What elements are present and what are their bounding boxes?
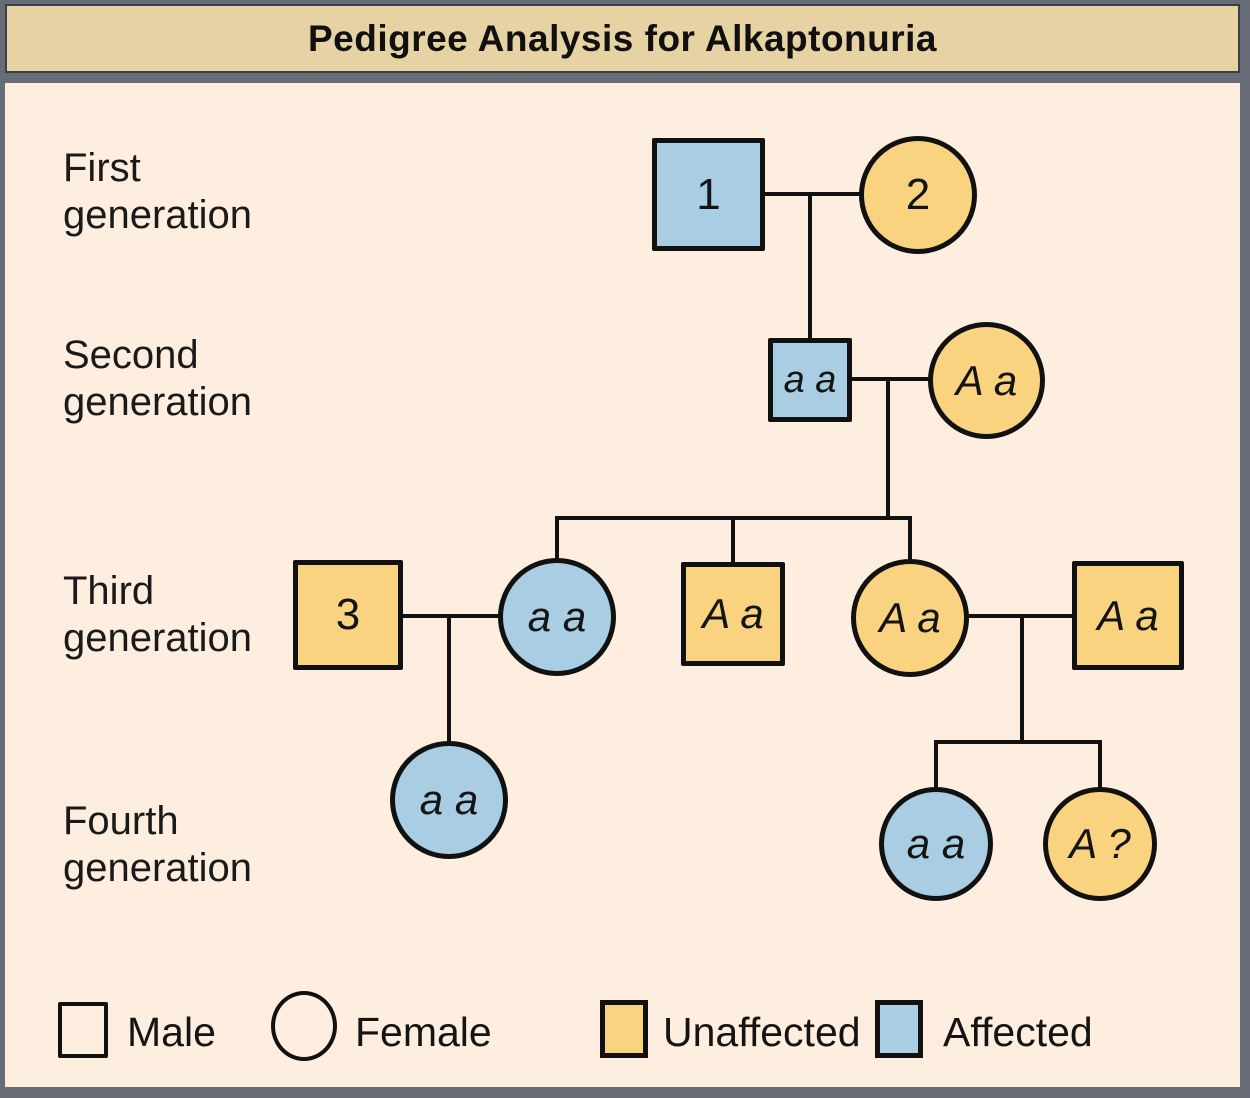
individual-III-3-male-unaffected: A a: [681, 562, 785, 666]
genotype-label: A a: [879, 594, 941, 641]
connector-drop-gen4-child1: [934, 742, 938, 789]
generation-label-third: Third generation: [63, 569, 253, 660]
individual-III-1-male-unaffected: 3: [293, 560, 403, 670]
individual-I-2-female-unaffected: 2: [859, 136, 977, 254]
pedigree-canvas: First generation Second generation Third…: [5, 83, 1240, 1087]
connector-descent-gen1: [808, 194, 812, 340]
connector-drop-gen3-child1: [555, 518, 559, 562]
legend-male-swatch: [58, 1002, 108, 1058]
individual-III-5-male-unaffected: A a: [1072, 561, 1184, 670]
connector-descent-gen2: [886, 379, 890, 520]
connector-descent-gen3-left: [447, 616, 451, 743]
generation-label-first: First generation: [63, 146, 253, 237]
connector-drop-gen3-child2: [731, 518, 735, 566]
legend-female-label: Female: [355, 1009, 492, 1055]
title-bar: Pedigree Analysis for Alkaptonuria: [5, 4, 1240, 73]
individual-III-2-female-affected: a a: [498, 558, 616, 676]
connector-descent-gen3-right: [1020, 616, 1024, 744]
genotype-label: A a: [702, 590, 764, 637]
genotype-label: a a: [906, 820, 966, 867]
legend-unaffected-label: Unaffected: [663, 1009, 861, 1055]
generation-label-fourth: Fourth generation: [63, 799, 253, 890]
individual-label: 3: [335, 590, 361, 639]
genotype-label: a a: [783, 358, 837, 401]
legend-male-label: Male: [127, 1009, 216, 1055]
legend-female-swatch: [271, 991, 337, 1061]
figure-title: Pedigree Analysis for Alkaptonuria: [307, 17, 938, 59]
connector-couple-gen2: [850, 377, 930, 381]
generation-label-second: Second generation: [63, 333, 253, 424]
connector-drop-gen3-child3: [908, 518, 912, 563]
individual-label: 2: [905, 170, 931, 219]
genotype-label: A a: [955, 356, 1018, 404]
genotype-label: A ?: [1069, 820, 1131, 867]
legend-unaffected-swatch: [600, 1000, 648, 1058]
individual-IV-2-female-affected: a a: [879, 787, 993, 901]
legend-affected-label: Affected: [943, 1009, 1093, 1055]
individual-III-4-female-unaffected: A a: [851, 559, 969, 677]
individual-II-2-female-unaffected: A a: [928, 322, 1045, 439]
connector-drop-gen4-child2: [1098, 742, 1102, 789]
individual-II-1-male-affected: a a: [768, 338, 852, 422]
connector-sibship-gen4: [934, 740, 1102, 744]
individual-IV-3-female-unaffected: A ?: [1043, 787, 1157, 901]
individual-label: 1: [696, 169, 721, 219]
individual-IV-1-female-affected: a a: [390, 741, 508, 859]
legend-affected-swatch: [875, 1000, 923, 1058]
connector-couple-gen1: [763, 192, 861, 196]
individual-I-1-male-affected: 1: [652, 138, 765, 251]
genotype-label: A a: [1097, 591, 1159, 639]
genotype-label: a a: [419, 776, 479, 823]
genotype-label: a a: [527, 593, 587, 640]
